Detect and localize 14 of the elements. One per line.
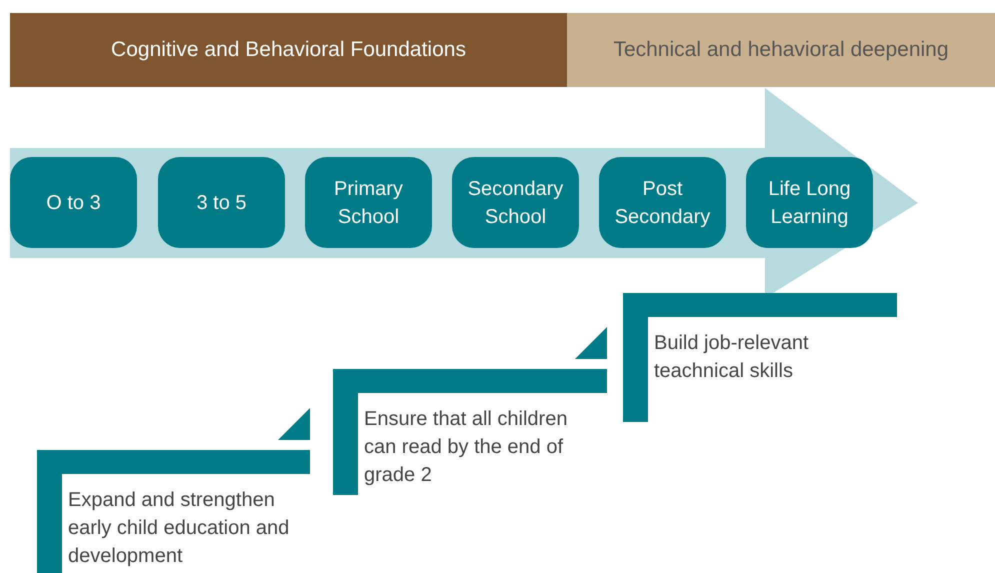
stage-box: O to 3: [10, 157, 137, 248]
step-text: Expand and strengthen early child education and development: [68, 488, 290, 569]
step-bracket: [623, 293, 897, 422]
phase-band: Cognitive and Behavioral Foundations: [10, 13, 567, 87]
stage-box: Life Long Learning: [746, 157, 873, 248]
phase-band: Technical and hehavioral deepening: [567, 13, 995, 87]
step-text: Ensure that all children can read by the end of grade 2: [364, 407, 568, 488]
step-text: Build job-relevant teachnical skills: [654, 331, 810, 384]
stage-box: 3 to 5: [158, 157, 285, 248]
step-bracket: [333, 327, 607, 495]
step-bracket: [37, 408, 310, 573]
stage-box: Primary School: [305, 157, 432, 248]
stage-box: Secondary School: [452, 157, 579, 248]
stage-box: Post Secondary: [599, 157, 726, 248]
